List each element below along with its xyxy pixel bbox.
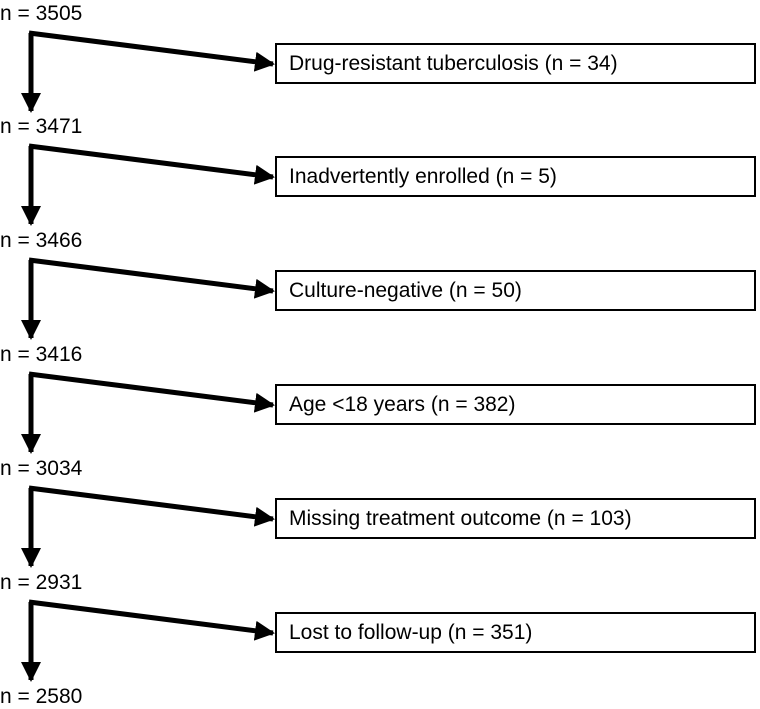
count-label-6: n = 2931 — [0, 571, 83, 594]
exclusion-arrow-6 — [28, 599, 275, 641]
exclusion-box-6: Lost to follow-up (n = 351) — [275, 612, 756, 653]
count-label-2: n = 3471 — [0, 115, 83, 138]
count-label-5: n = 3034 — [0, 457, 83, 480]
exclusion-arrow-3 — [28, 257, 275, 299]
exclusion-arrow-1 — [28, 30, 275, 72]
count-label-4: n = 3416 — [0, 343, 83, 366]
exclusion-arrow-2 — [28, 143, 275, 185]
count-label-3: n = 3466 — [0, 229, 83, 252]
exclusion-box-4: Age <18 years (n = 382) — [275, 384, 756, 425]
exclusion-box-1: Drug-resistant tuberculosis (n = 34) — [275, 43, 756, 84]
exclusion-box-5: Missing treatment outcome (n = 103) — [275, 498, 756, 539]
exclusion-box-2: Inadvertently enrolled (n = 5) — [275, 156, 756, 197]
exclusion-arrow-4 — [28, 371, 275, 413]
exclusion-box-3: Culture-negative (n = 50) — [275, 270, 756, 311]
exclusion-arrow-5 — [28, 485, 275, 527]
count-label-7: n = 2580 — [0, 685, 83, 708]
count-label-1: n = 3505 — [0, 2, 83, 25]
